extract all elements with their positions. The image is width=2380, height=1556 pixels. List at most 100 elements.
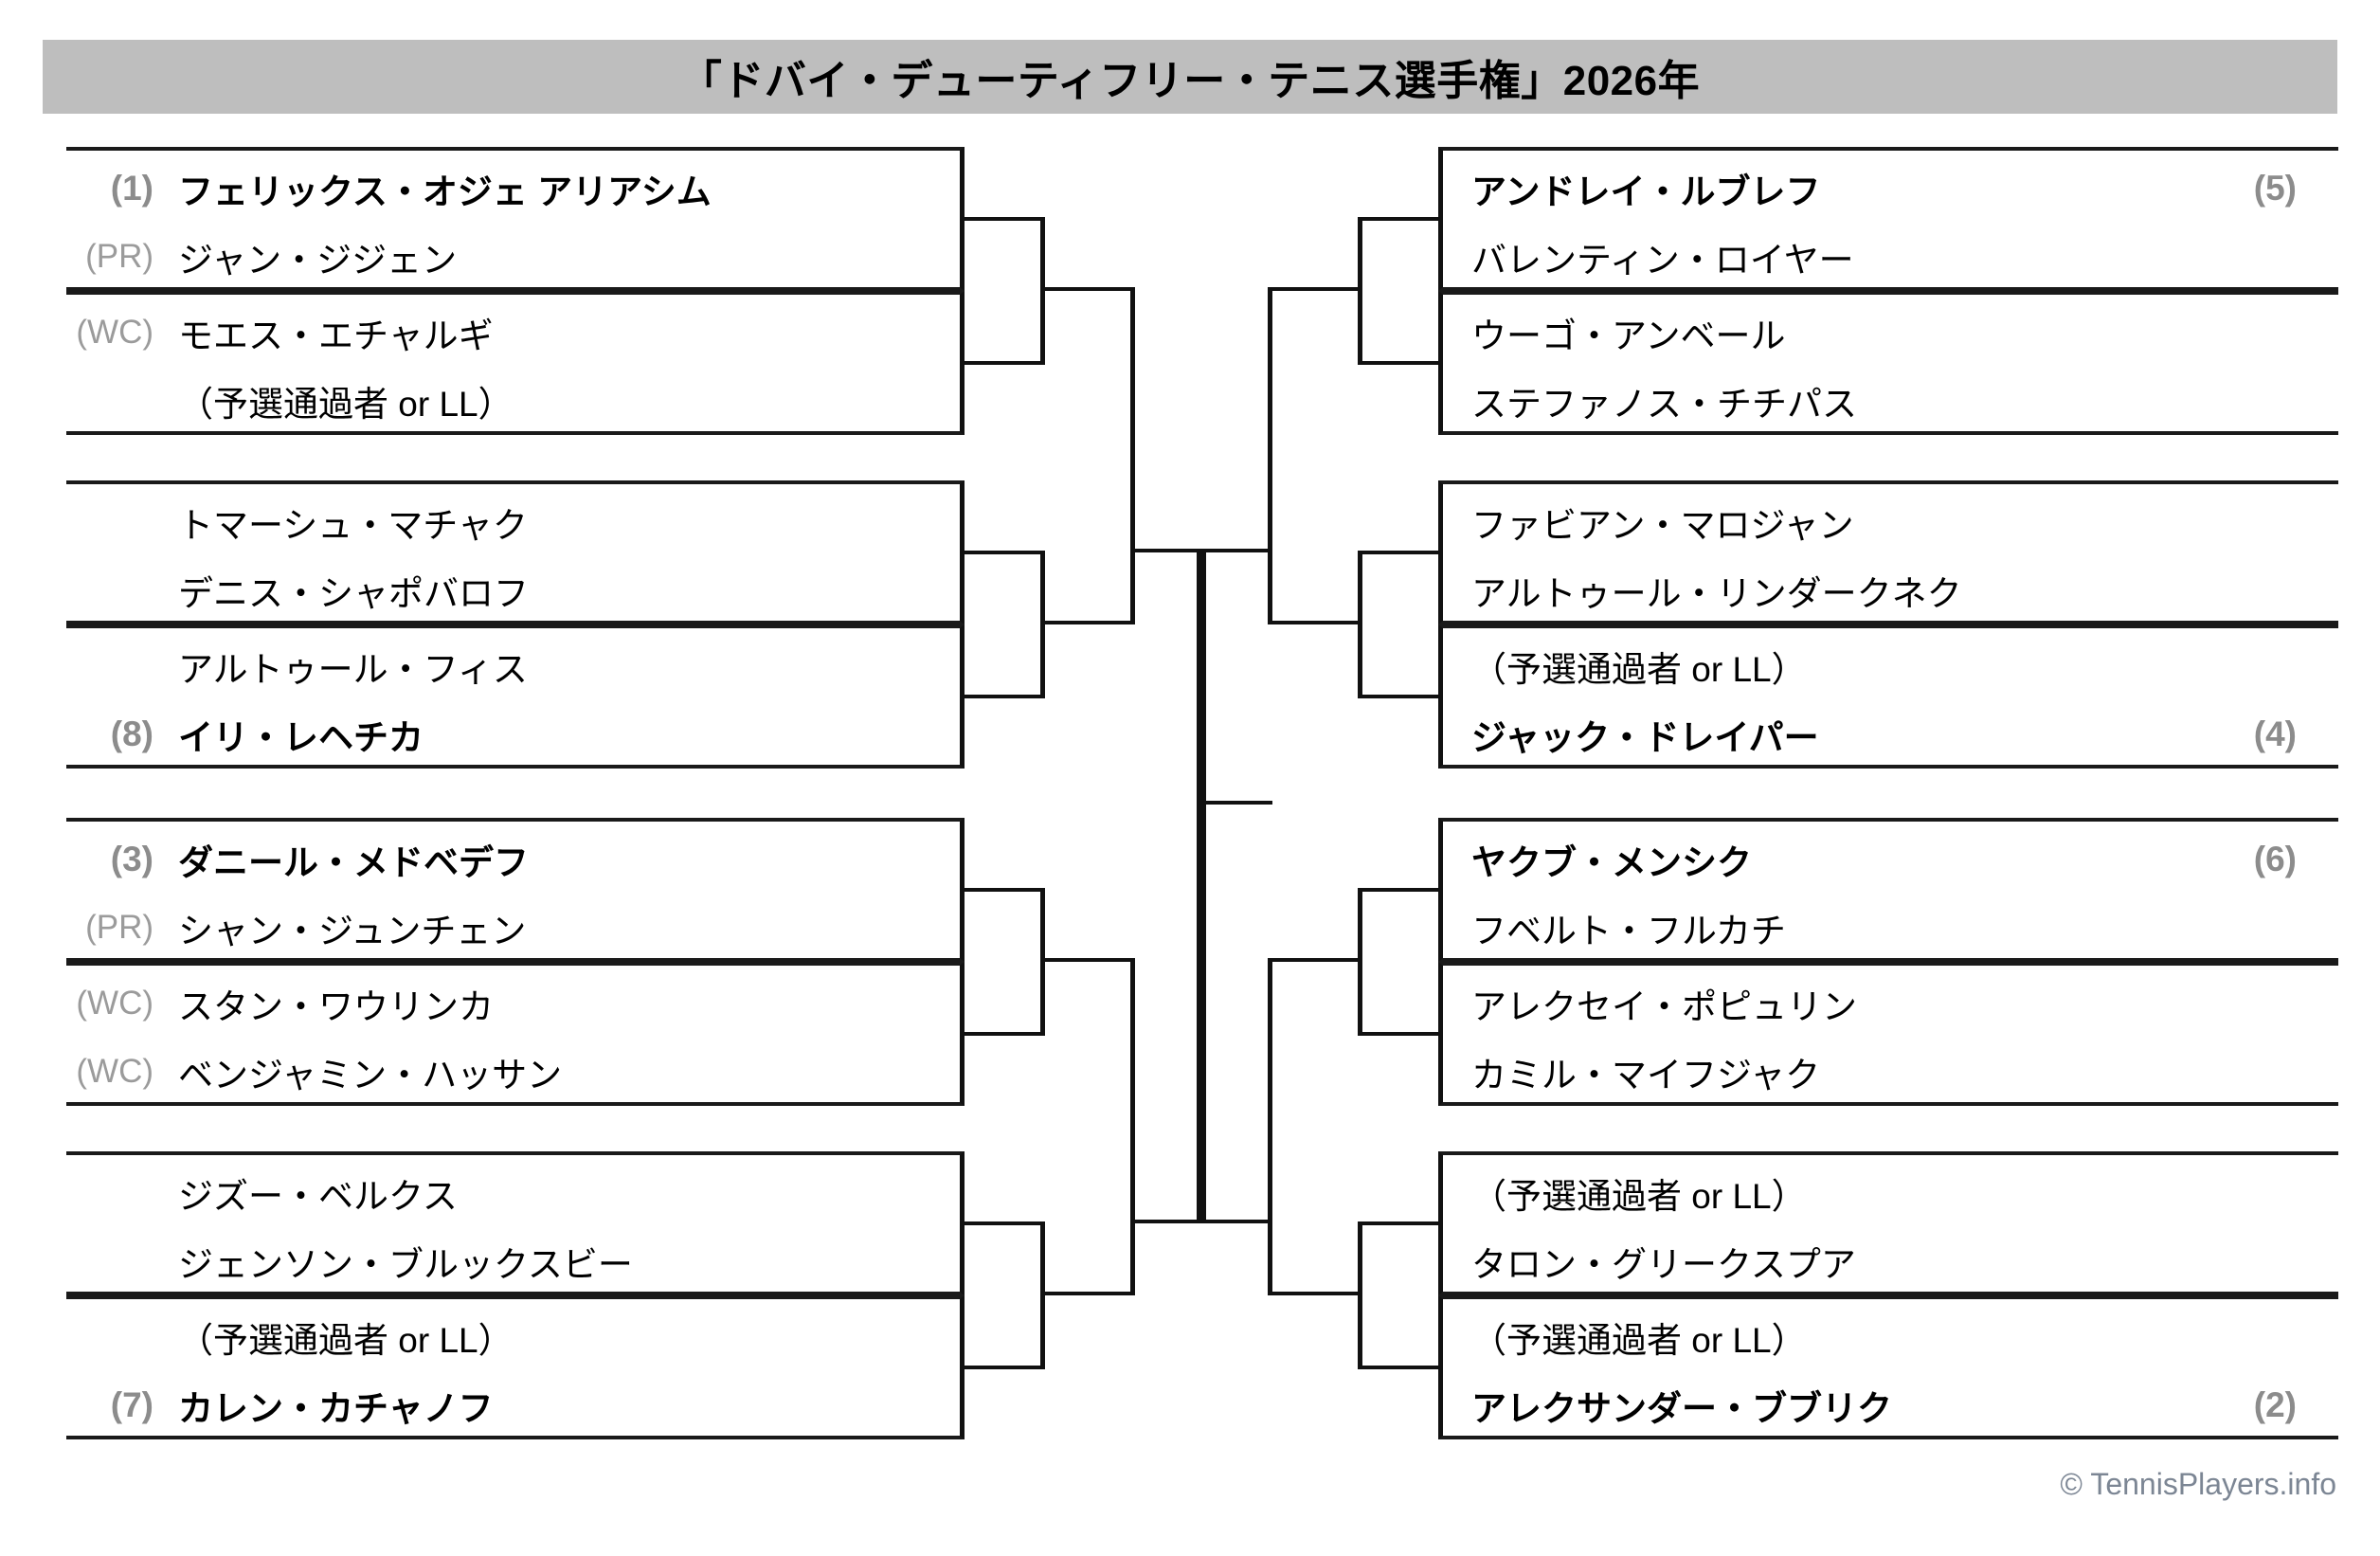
player-slot: アレクサンダー・ブブリク (2) [1443, 1371, 2338, 1439]
player-name: イリ・レヘチカ [178, 718, 424, 757]
match-box-right-7: （予選通過者 or LL） タロン・グリークスプア [1438, 1151, 2338, 1295]
match-box-left-3: トマーシュ・マチャク デニス・シャポバロフ [66, 480, 965, 624]
player-name: デニス・シャポバロフ [178, 574, 529, 613]
player-name: カレン・カチャノフ [178, 1389, 494, 1428]
player-name: カミル・マイフジャク [1471, 1056, 1821, 1095]
connector-line [1130, 549, 1201, 552]
connector-line [965, 361, 1045, 365]
player-name: （予選通過者 or LL） [1471, 1321, 1807, 1360]
seed-label: (4) [2253, 715, 2297, 753]
player-slot: (PR) ジャン・ジジェン [66, 223, 960, 291]
match-box-right-5: ヤクブ・メンシク (6) フベルト・フルカチ [1438, 818, 2338, 962]
status-badge: (PR) [85, 909, 153, 946]
connector-line [1358, 1366, 1438, 1369]
connector-line [965, 888, 1045, 892]
connector-line [965, 1032, 1045, 1036]
player-slot: (7) カレン・カチャノフ [66, 1371, 960, 1439]
player-slot: (3) ダニール・メドベデフ [66, 825, 960, 894]
player-name: ジャン・ジジェン [178, 241, 458, 280]
connector-line [1040, 958, 1135, 962]
connector-line [1040, 888, 1045, 1036]
player-name: バレンティン・ロイヤー [1471, 241, 1854, 280]
connector-line [1358, 217, 1362, 365]
player-name: （予選通過者 or LL） [1471, 1177, 1807, 1216]
status-badge: (WC) [76, 985, 153, 1022]
player-name: フベルト・フルカチ [1471, 912, 1786, 950]
player-slot: ヤクブ・メンシク (6) [1443, 825, 2338, 894]
player-name: アレクサンダー・ブブリク [1471, 1389, 1892, 1428]
player-slot: アンドレイ・ルブレフ (5) [1443, 154, 2338, 223]
player-slot: ファビアン・マロジャン [1443, 488, 2338, 556]
connector-line [1268, 621, 1362, 624]
player-name: ヤクブ・メンシク [1471, 843, 1752, 882]
player-slot: （予選通過者 or LL） [1443, 1159, 2338, 1227]
player-slot: ジズー・ベルクス [66, 1159, 960, 1227]
connector-line [1358, 551, 1362, 698]
match-box-left-1: (1) フェリックス・オジェ アリアシム (PR) ジャン・ジジェン [66, 147, 965, 291]
connector-line [965, 695, 1045, 698]
player-name: アルトゥール・フィス [178, 650, 528, 689]
connector-line [1358, 217, 1438, 221]
player-name: ダニール・メドベデフ [178, 843, 529, 882]
player-slot: （予選通過者 or LL） [66, 1303, 960, 1371]
player-name: アンドレイ・ルブレフ [1471, 172, 1821, 211]
connector-line [1130, 958, 1135, 1295]
seed-label: (6) [2253, 840, 2297, 878]
page-title: 「ドバイ・デューティフリー・テニス選手権」2026年 [679, 58, 1701, 104]
player-name: スタン・ワウリンカ [178, 987, 494, 1026]
match-box-right-1: アンドレイ・ルブレフ (5) バレンティン・ロイヤー [1438, 147, 2338, 291]
connector-line [965, 1366, 1045, 1369]
match-box-right-4: （予選通過者 or LL） ジャック・ドレイパー (4) [1438, 624, 2338, 769]
connector-line [1040, 217, 1045, 365]
player-name: フェリックス・オジェ アリアシム [178, 172, 712, 211]
player-slot: バレンティン・ロイヤー [1443, 223, 2338, 291]
player-slot: ジャック・ドレイパー (4) [1443, 700, 2338, 769]
player-slot: ジェンソン・ブルックスビー [66, 1227, 960, 1295]
connector-line [1040, 1292, 1135, 1295]
connector-line [1201, 1220, 1272, 1223]
connector-line [1268, 958, 1362, 962]
match-box-left-7: ジズー・ベルクス ジェンソン・ブルックスビー [66, 1151, 965, 1295]
connector-line [1358, 1221, 1438, 1225]
connector-line [1130, 287, 1135, 624]
player-slot: (8) イリ・レヘチカ [66, 700, 960, 769]
connector-line [1358, 361, 1438, 365]
seed-label: (3) [110, 840, 153, 878]
status-badge: (WC) [76, 314, 153, 351]
final-connector-line [1197, 801, 1272, 805]
player-name: ウーゴ・アンベール [1471, 317, 1786, 355]
connector-line [1201, 549, 1206, 1223]
connector-line [1197, 549, 1201, 1223]
player-name: タロン・グリークスプア [1471, 1245, 1856, 1284]
player-name: （予選通過者 or LL） [1471, 650, 1807, 689]
connector-line [1268, 1292, 1362, 1295]
player-slot: (PR) シャン・ジュンチェン [66, 894, 960, 962]
player-name: アルトゥール・リンダークネク [1471, 574, 1962, 613]
player-slot: ウーゴ・アンベール [1443, 299, 2338, 367]
player-slot: トマーシュ・マチャク [66, 488, 960, 556]
player-slot: （予選通過者 or LL） [1443, 632, 2338, 700]
connector-line [965, 1221, 1045, 1225]
match-box-left-5: (3) ダニール・メドベデフ (PR) シャン・ジュンチェン [66, 818, 965, 962]
player-name: ジャック・ドレイパー [1471, 718, 1819, 757]
seed-label: (1) [110, 169, 153, 208]
player-slot: （予選通過者 or LL） [1443, 1303, 2338, 1371]
tournament-title-bar: 「ドバイ・デューティフリー・テニス選手権」2026年 [43, 40, 2337, 114]
match-box-left-6: (WC) スタン・ワウリンカ (WC) ベンジャミン・ハッサン [66, 962, 965, 1106]
match-box-right-6: アレクセイ・ポピュリン カミル・マイフジャク [1438, 962, 2338, 1106]
player-slot: カミル・マイフジャク [1443, 1038, 2338, 1106]
seed-label: (5) [2253, 169, 2297, 208]
player-name: ベンジャミン・ハッサン [178, 1056, 563, 1095]
connector-line [1358, 1032, 1438, 1036]
player-name: ジェンソン・ブルックスビー [178, 1245, 633, 1284]
player-slot: (1) フェリックス・オジェ アリアシム [66, 154, 960, 223]
connector-line [1040, 287, 1135, 291]
player-name: アレクセイ・ポピュリン [1471, 987, 1857, 1026]
player-slot: アルトゥール・リンダークネク [1443, 556, 2338, 624]
connector-line [1268, 958, 1272, 1295]
player-name: シャン・ジュンチェン [178, 912, 527, 950]
player-name: （予選通過者 or LL） [178, 385, 514, 424]
connector-line [1040, 1221, 1045, 1369]
connector-line [1130, 1220, 1201, 1223]
